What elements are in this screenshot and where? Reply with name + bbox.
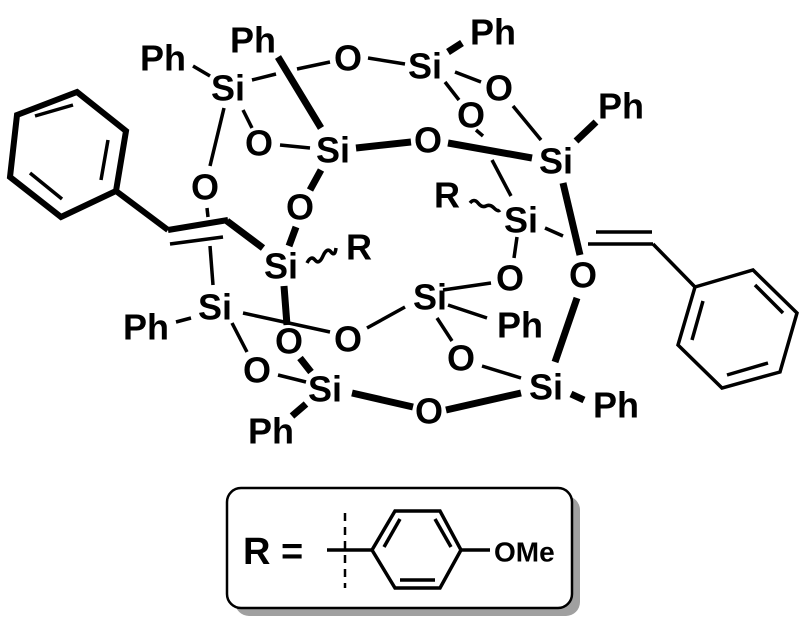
wavy-bond-icon — [468, 198, 502, 213]
bond-o-si9 — [366, 305, 406, 330]
atom-o: O — [275, 321, 303, 362]
bond-o-si2 — [279, 143, 311, 150]
atom-r: R — [346, 227, 372, 268]
ring-double-bond — [28, 171, 64, 201]
bond-ph-si2 — [275, 55, 324, 130]
ring-double-bond — [382, 518, 402, 548]
vinyl-double-bond — [169, 235, 224, 246]
left-styryl-group — [6, 88, 266, 251]
atom-r: R — [434, 175, 460, 216]
bond-si6-o2 — [443, 80, 461, 102]
atom-si: Si — [529, 367, 563, 408]
bond-ph-si4 — [175, 316, 192, 324]
bond-o-si3 — [285, 225, 300, 248]
bond-si4-o — [242, 311, 331, 334]
bond-si1-o-left — [208, 107, 226, 167]
box-frame — [225, 486, 574, 610]
atom-si: Si — [413, 277, 447, 318]
atom-ph: Ph — [123, 307, 169, 348]
atom-si: Si — [408, 46, 442, 87]
atom-o: O — [457, 95, 485, 136]
atom-o: O — [334, 319, 362, 360]
bond-si1-o-top-a — [251, 72, 277, 82]
bond-o-bottom-si10 — [445, 389, 522, 414]
atom-ph: Ph — [140, 38, 186, 79]
bond-o-si8-a — [474, 128, 485, 138]
bond-si9-o — [442, 281, 492, 292]
atom-ph: Ph — [593, 385, 639, 426]
atom-si: Si — [308, 369, 342, 410]
bond-o-si7-thick — [447, 139, 533, 162]
atom-o: O — [414, 120, 442, 161]
bond-o-si10-thick — [551, 296, 581, 364]
bond-si6-ph — [446, 40, 464, 55]
phenyl-ring-left — [6, 88, 130, 221]
bond-vinyl-si3 — [224, 218, 266, 251]
atom-o: O — [243, 350, 271, 391]
atom-si: Si — [539, 141, 573, 182]
bond-si7-o — [559, 182, 584, 256]
bond-o-si5-thick — [297, 355, 314, 375]
atom-ph: Ph — [248, 411, 294, 452]
ring-double-bond — [34, 103, 74, 118]
bond-si9-o-down — [435, 317, 454, 342]
bond-si2-o-down — [306, 168, 325, 192]
ring-double-bond — [99, 139, 110, 181]
bond-alkene-si4 — [208, 245, 215, 286]
ome-label: OMe — [494, 537, 555, 568]
bond-si8-vinyl — [544, 226, 564, 238]
bond-ph-si1 — [192, 64, 211, 78]
bond-vinyl-ring — [651, 242, 697, 289]
phenyl-ring-right — [676, 268, 799, 390]
vinyl-bond — [167, 217, 229, 233]
atom-o: O — [286, 187, 314, 228]
atom-o: O — [415, 391, 443, 432]
bonds — [175, 40, 599, 419]
atom-si: Si — [316, 130, 350, 171]
bond-o-si10 — [481, 364, 522, 380]
bond-si2-o — [355, 138, 412, 152]
r-equals-label: R = — [243, 531, 303, 573]
ring-double-bond — [753, 283, 785, 315]
atom-ph: Ph — [497, 305, 543, 346]
bond-si3-o — [280, 285, 291, 326]
bond-si6-o — [454, 70, 482, 84]
ring-double-bond — [726, 361, 769, 377]
bond-si9-ph — [447, 303, 488, 320]
bond-si1-o-top-b — [296, 60, 331, 71]
bond-si7-ph — [573, 119, 599, 144]
atom-o: O — [485, 68, 513, 109]
bond-o-si5 — [277, 373, 307, 384]
r-definition-box: R = OMe — [225, 486, 580, 616]
bond-o-top-si6 — [367, 56, 406, 66]
right-styryl-group — [588, 230, 799, 390]
bond-si1-o — [241, 109, 254, 129]
bond-o-si8-b — [490, 159, 513, 197]
atom-o: O — [569, 255, 597, 296]
bond-si8-o — [512, 236, 519, 259]
bond-si10-ph — [569, 390, 586, 404]
atom-ph: Ph — [230, 20, 276, 61]
atom-o: O — [447, 338, 475, 379]
bond-ring-vinyl — [114, 188, 170, 233]
atom-o: O — [496, 258, 524, 299]
wavy-bond-icon — [305, 247, 338, 264]
atom-o: O — [245, 123, 273, 164]
ring-double-bond — [433, 518, 453, 548]
bond-o-si7 — [511, 104, 543, 142]
atom-si: Si — [211, 68, 245, 109]
atom-ph: Ph — [598, 86, 644, 127]
atom-o: O — [334, 38, 362, 79]
bond-o-left-stub — [205, 207, 210, 218]
bond-si4-o-down — [230, 322, 249, 353]
atom-si: Si — [264, 246, 298, 287]
atom-si: Si — [198, 287, 232, 328]
atom-o: O — [191, 167, 219, 208]
bond-si5-ph — [289, 401, 309, 419]
atom-ph: Ph — [470, 12, 516, 53]
bond-si5-o-bottom — [351, 389, 414, 411]
atom-si: Si — [504, 200, 538, 241]
ring-double-bond — [690, 300, 705, 341]
